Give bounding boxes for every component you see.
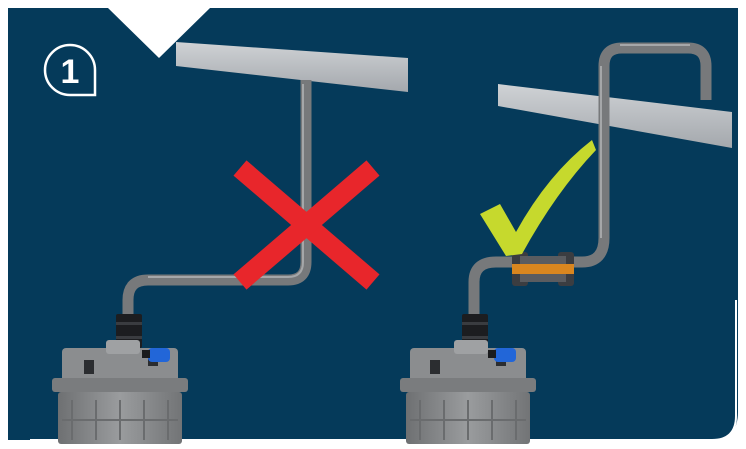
coupling-ridge	[462, 336, 488, 339]
pipe-highlight	[600, 44, 690, 238]
panel-correct	[400, 42, 732, 444]
panel-border	[30, 300, 737, 441]
panel-incorrect	[52, 42, 408, 444]
top-notch	[108, 8, 210, 58]
coupling-ridge	[462, 322, 488, 325]
valve-band	[512, 264, 574, 274]
discharge-pipe	[468, 42, 712, 318]
ceiling-beam	[176, 42, 408, 92]
check-valve	[512, 252, 574, 286]
step-number: 1	[61, 53, 80, 91]
check-mark	[480, 140, 596, 256]
pump-unit	[400, 340, 536, 444]
coupling-ridge	[116, 336, 142, 339]
cross-mark	[233, 160, 380, 290]
step-badge: 1	[43, 43, 97, 97]
discharge-pipe	[122, 80, 312, 318]
pipe-highlight	[148, 84, 304, 278]
blue-fitting	[488, 348, 516, 362]
blue-fitting	[142, 348, 170, 362]
coupling-ridge	[116, 322, 142, 325]
ceiling-beam	[498, 84, 732, 148]
